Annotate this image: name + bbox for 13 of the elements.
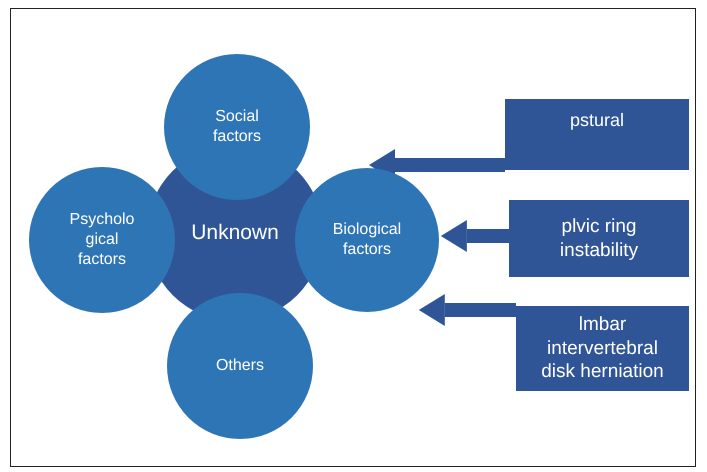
node-label: Unknown [191, 220, 279, 246]
node-label: Social factors [212, 107, 262, 147]
text-box [505, 99, 689, 170]
node-label: plvic ring instability [558, 214, 640, 262]
block-arrow [440, 220, 509, 252]
node-label: Others [216, 356, 264, 376]
node-label: Psycholo gical factors [68, 210, 136, 270]
node-label: pstural [570, 109, 624, 132]
text-box [509, 200, 689, 277]
node-label: Biological factors [332, 220, 402, 260]
text-box [516, 306, 689, 391]
block-arrow [418, 294, 516, 326]
node-label: lmbar intervertebral disk herniation [540, 312, 665, 384]
